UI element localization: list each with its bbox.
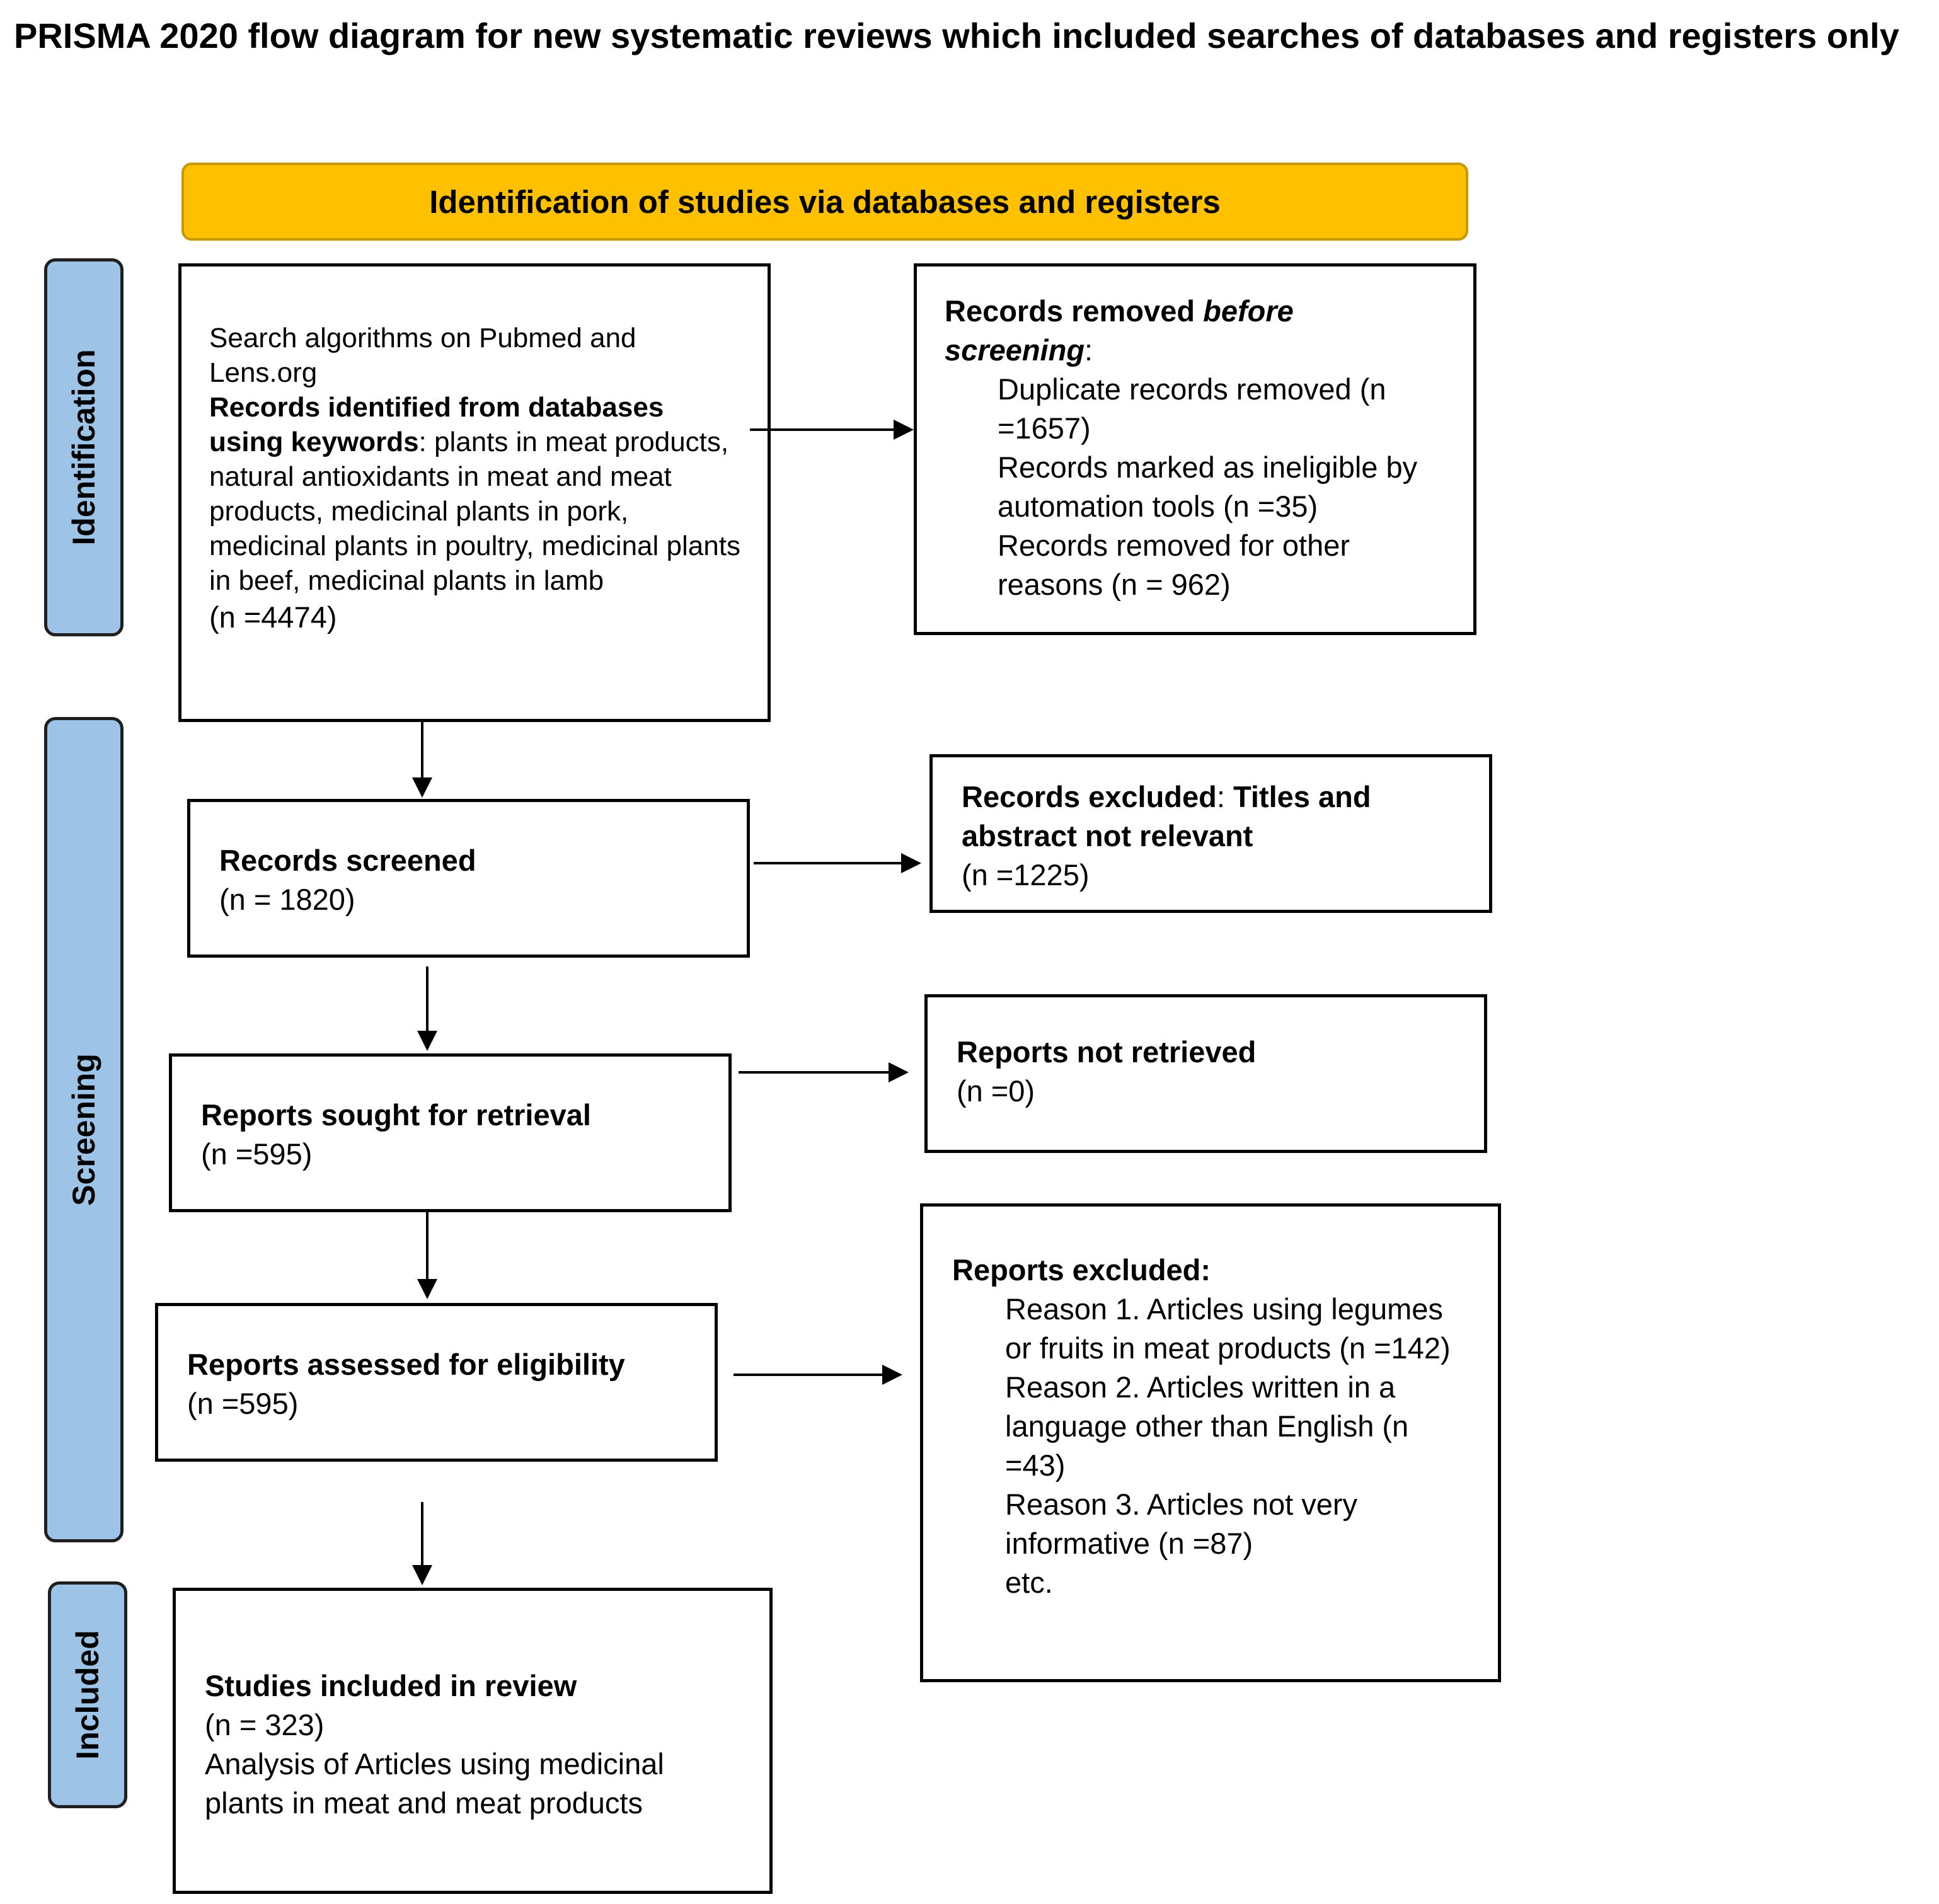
reports-sought-text: Reports sought for retrieval (n =595) [201, 1096, 703, 1174]
removed-item-automation: Records marked as ineligible by automati… [998, 450, 1418, 523]
identification-header: Identification of studies via databases … [181, 163, 1468, 241]
studies-included-text: Studies included in review (n = 323) Ana… [205, 1666, 744, 1823]
excluded-reason-3: Reason 3. Articles not very informative … [1005, 1488, 1358, 1560]
records-screened-count: (n = 1820) [219, 883, 355, 916]
arrowhead-screened-to-excluded [901, 853, 921, 873]
arrowhead-sought-to-not-retrieved [889, 1062, 909, 1082]
studies-included-note: Analysis of Articles using medicinal pla… [205, 1747, 664, 1820]
phase-included: Included [48, 1581, 127, 1808]
records-identified-lead: Records identified from databases using … [209, 392, 664, 457]
records-excluded-box: Records excluded: Titles and abstract no… [929, 754, 1492, 913]
reports-sought-box: Reports sought for retrieval (n =595) [169, 1053, 732, 1212]
records-removed-text: Records removed before screening: Duplic… [945, 292, 1448, 604]
records-screened-box: Records screened (n = 1820) [187, 799, 750, 958]
reports-assessed-text: Reports assessed for eligibility (n =595… [187, 1345, 689, 1423]
page-title: PRISMA 2020 flow diagram for new systema… [14, 16, 1899, 55]
arrowhead-sought-to-assessed [417, 1279, 437, 1299]
reports-assessed-label: Reports assessed for eligibility [187, 1348, 625, 1381]
search-intro: Search algorithms on Pubmed and Lens.org [209, 323, 636, 388]
phase-screening: Screening [44, 717, 124, 1542]
removed-item-duplicates: Duplicate records removed (n =1657) [998, 372, 1386, 445]
records-screened-text: Records screened (n = 1820) [219, 841, 722, 919]
records-screened-label: Records screened [219, 844, 476, 877]
studies-included-count: (n = 323) [205, 1708, 325, 1741]
records-identified-text: Search algorithms on Pubmed and Lens.org… [209, 321, 742, 637]
arrowhead-screened-to-sought [417, 1031, 437, 1051]
reports-not-retrieved-text: Reports not retrieved (n =0) [957, 1033, 1459, 1111]
records-excluded-label: Records excluded: Titles and abstract no… [962, 780, 1371, 852]
reports-not-retrieved-box: Reports not retrieved (n =0) [924, 994, 1487, 1153]
arrowhead-identified-to-removed [894, 420, 914, 440]
studies-included-label: Studies included in review [205, 1669, 577, 1702]
records-excluded-count: (n =1225) [962, 858, 1090, 892]
records-excluded-text: Records excluded: Titles and abstract no… [962, 777, 1464, 895]
reports-not-retrieved-label: Reports not retrieved [957, 1035, 1257, 1069]
arrowhead-assessed-to-excluded [882, 1365, 902, 1385]
arrowhead-assessed-to-included [412, 1565, 432, 1585]
reports-excluded-text: Reports excluded: Reason 1. Articles usi… [952, 1251, 1473, 1602]
removed-item-other: Records removed for other reasons (n = 9… [998, 529, 1350, 601]
arrowhead-identified-to-screened [412, 777, 432, 798]
excluded-reason-etc: etc. [1005, 1566, 1053, 1599]
excluded-reason-2: Reason 2. Articles written in a language… [1005, 1370, 1409, 1482]
records-identified-box: Search algorithms on Pubmed and Lens.org… [178, 263, 771, 722]
reports-excluded-box: Reports excluded: Reason 1. Articles usi… [920, 1203, 1501, 1682]
reports-sought-count: (n =595) [201, 1137, 313, 1171]
records-removed-heading: Records removed before screening: [945, 294, 1294, 367]
excluded-reason-1: Reason 1. Articles using legumes or frui… [1005, 1292, 1451, 1365]
identification-header-label: Identification of studies via databases … [429, 183, 1221, 220]
reports-not-retrieved-count: (n =0) [957, 1074, 1035, 1108]
records-identified-keywords: : plants in meat products, natural antio… [209, 427, 740, 596]
records-identified-count: (n =4474) [209, 600, 337, 634]
reports-assessed-count: (n =595) [187, 1387, 299, 1420]
records-removed-box: Records removed before screening: Duplic… [914, 263, 1476, 635]
reports-assessed-box: Reports assessed for eligibility (n =595… [155, 1303, 718, 1462]
reports-sought-label: Reports sought for retrieval [201, 1098, 591, 1132]
reports-excluded-label: Reports excluded: [952, 1253, 1211, 1287]
studies-included-box: Studies included in review (n = 323) Ana… [173, 1588, 773, 1894]
phase-identification: Identification [44, 258, 124, 636]
